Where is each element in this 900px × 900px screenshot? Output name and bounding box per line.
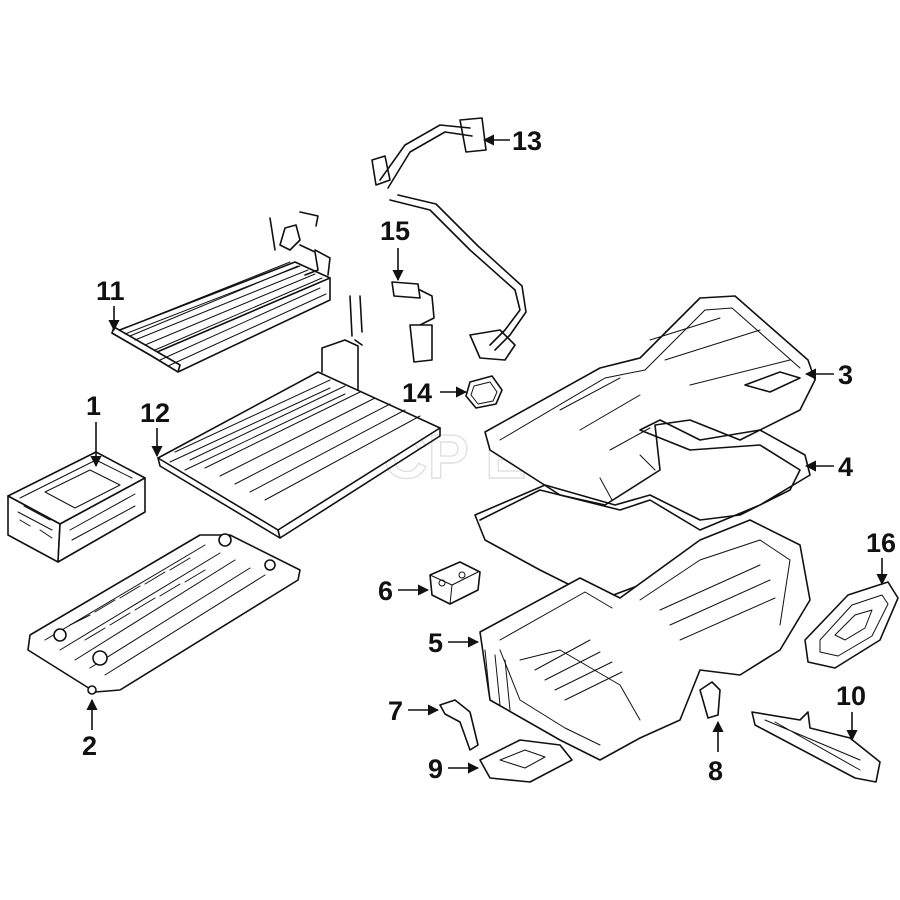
part-13-coolant-lines[interactable] (371, 117, 527, 361)
callout-label-16: 16 (866, 528, 896, 558)
part-2-skid-plate[interactable] (27, 533, 301, 695)
part-14-seal[interactable] (465, 375, 503, 409)
callout-3: 3 (804, 360, 853, 390)
part-11-cooling-plate[interactable] (111, 211, 331, 373)
part-6-mount[interactable] (429, 561, 481, 605)
callout-label-1: 1 (86, 391, 101, 421)
callout-9: 9 (428, 754, 480, 784)
callout-13: 13 (482, 126, 542, 156)
part-7-bracket[interactable] (439, 699, 479, 751)
callout-label-11: 11 (96, 276, 125, 306)
callout-10: 10 (836, 681, 866, 742)
callout-4: 4 (804, 452, 853, 482)
callout-8: 8 (708, 720, 724, 786)
part-16-sealing-plate[interactable] (804, 581, 899, 669)
callout-11: 11 (96, 276, 125, 332)
callout-label-13: 13 (512, 126, 542, 156)
callout-label-6: 6 (378, 576, 393, 606)
part-4-gasket[interactable] (474, 419, 811, 601)
callout-14: 14 (402, 378, 468, 408)
part-5-battery-tray[interactable] (479, 519, 811, 761)
callout-15: 15 (380, 216, 410, 282)
callout-7: 7 (388, 696, 440, 726)
part-8-bracket[interactable] (699, 681, 721, 719)
callout-1: 1 (86, 391, 102, 468)
part-15-sensor[interactable] (391, 281, 435, 363)
callout-label-5: 5 (428, 628, 443, 658)
callout-6: 6 (378, 576, 430, 606)
part-1-battery-module[interactable] (7, 451, 146, 563)
callout-label-2: 2 (82, 731, 97, 761)
callout-label-8: 8 (708, 756, 723, 786)
callout-2: 2 (82, 698, 98, 761)
callout-label-10: 10 (836, 681, 866, 711)
part-3-housing-cover[interactable] (484, 295, 816, 506)
callout-label-4: 4 (838, 452, 853, 482)
callout-label-15: 15 (380, 216, 410, 246)
part-10-rail-bracket[interactable] (751, 711, 881, 783)
callout-16: 16 (866, 528, 896, 586)
callout-label-7: 7 (388, 696, 403, 726)
callout-label-14: 14 (402, 378, 432, 408)
callout-label-12: 12 (140, 398, 170, 428)
callout-5: 5 (428, 628, 480, 658)
part-12-cooling-plate[interactable] (157, 295, 441, 539)
callout-label-9: 9 (428, 754, 443, 784)
callout-12: 12 (140, 398, 170, 458)
part-9-mount-base[interactable] (479, 739, 573, 783)
callout-label-3: 3 (838, 360, 853, 390)
